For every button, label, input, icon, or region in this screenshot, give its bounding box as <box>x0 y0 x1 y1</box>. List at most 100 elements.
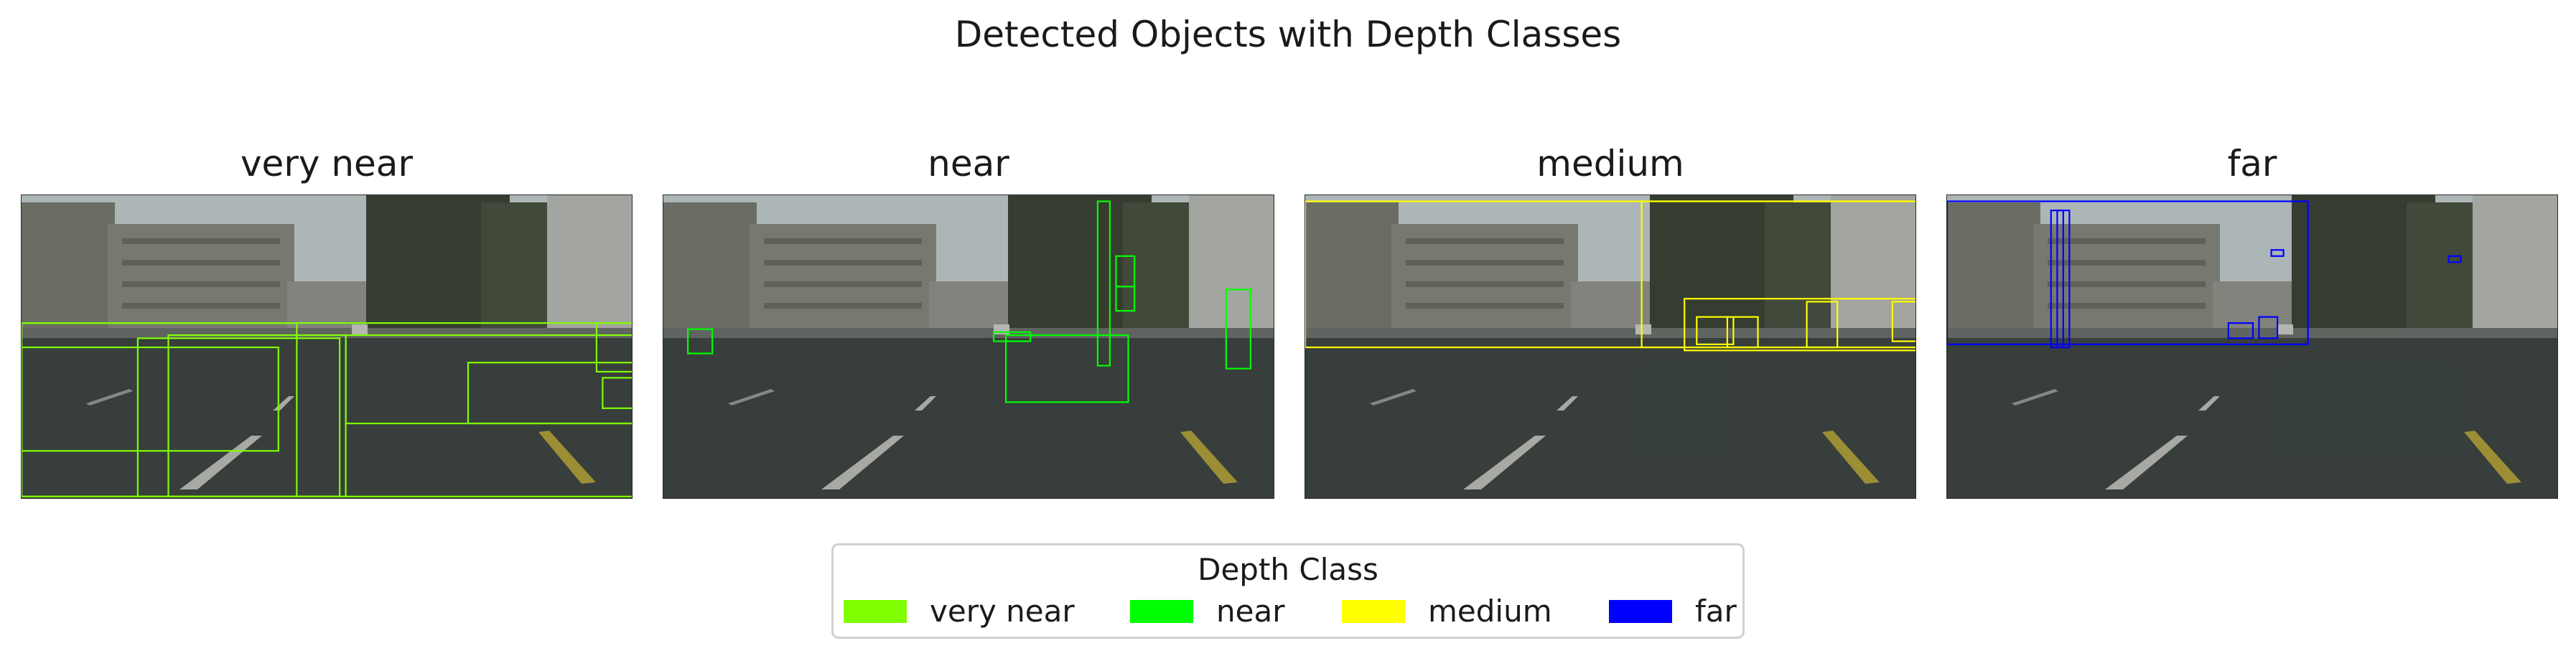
panel-title-near: near <box>928 143 1009 184</box>
legend-label-near: near <box>1216 594 1285 629</box>
panel-medium <box>1305 194 1916 499</box>
scene-lane-mark <box>1822 431 1880 484</box>
scene-window-row <box>2048 260 2206 266</box>
scene-road <box>1305 335 1915 498</box>
scene-sidewalk <box>1305 328 1915 338</box>
scene-lane-mark <box>2105 436 2188 489</box>
scene-window-row <box>1406 260 1564 266</box>
scene-building <box>663 202 757 332</box>
scene-lane-mark <box>2012 389 2058 405</box>
detection-box <box>467 362 632 425</box>
panel-image-1 <box>663 195 1274 498</box>
scene-trees <box>481 202 553 339</box>
scene-trees <box>1765 202 1837 339</box>
scene-tint <box>1947 195 2557 498</box>
panel-title-very-near: very near <box>240 143 414 184</box>
detection-box <box>1684 298 1915 352</box>
detection-box <box>1305 200 1915 349</box>
scene-window-row <box>2048 238 2206 244</box>
scene-window-row <box>764 281 922 287</box>
detection-box <box>2270 249 2285 257</box>
detection-box <box>1891 301 1915 342</box>
scene-lane-mark <box>1463 436 1546 489</box>
scene-lane-mark <box>179 436 262 489</box>
scene-lane-mark <box>1370 389 1417 405</box>
scene-car <box>352 324 368 334</box>
legend-swatch-far <box>1609 600 1672 623</box>
legend-swatch-medium <box>1342 600 1405 623</box>
legend-title: Depth Class <box>1198 552 1378 587</box>
scene-lane-mark <box>2464 431 2521 484</box>
scene-window-row <box>2048 281 2206 287</box>
detection-box <box>602 377 632 409</box>
detection-box <box>1096 200 1111 367</box>
detection-box <box>686 328 714 355</box>
legend-item-near: near <box>1130 593 1284 630</box>
scene-lane-mark <box>86 389 133 405</box>
scene-building <box>1305 202 1399 332</box>
scene-window-row <box>764 303 922 309</box>
legend-item-far: far <box>1609 593 1737 630</box>
scene-building <box>547 195 632 339</box>
scene-lane-mark <box>728 389 775 405</box>
panel-near <box>663 194 1274 499</box>
legend-label-medium: medium <box>1428 594 1552 629</box>
panel-very-near <box>21 194 633 499</box>
scene-window-row <box>764 260 922 266</box>
scene-car <box>1635 324 1651 334</box>
scene-lane-mark <box>821 436 904 489</box>
detection-box <box>993 331 1032 342</box>
scene-car <box>2277 324 2293 334</box>
panel-image-2 <box>1305 195 1915 498</box>
detection-box <box>2258 316 2279 339</box>
scene-road <box>663 335 1274 498</box>
figure-title: Detected Objects with Depth Classes <box>954 14 1622 55</box>
legend-swatch-very-near <box>844 600 907 623</box>
scene-lane-mark <box>1180 431 1238 484</box>
scene-lane-mark <box>915 396 936 411</box>
detection-box <box>1806 301 1839 349</box>
scene-window-row <box>122 281 280 287</box>
panel-title-far: far <box>2227 143 2277 184</box>
detection-box <box>1115 286 1136 312</box>
detection-box <box>1225 289 1251 370</box>
legend: Depth Class very near near medium far <box>831 543 1745 639</box>
scene-building <box>1189 195 1274 339</box>
scene-trees <box>2407 202 2478 339</box>
scene-window-row <box>1406 281 1564 287</box>
scene-lane-mark <box>538 431 596 484</box>
legend-swatch-near <box>1130 600 1193 623</box>
detection-box <box>136 337 341 497</box>
scene-window-row <box>1406 238 1564 244</box>
panel-image-0 <box>22 195 632 498</box>
panel-title-medium: medium <box>1536 143 1684 184</box>
scene-window-row <box>122 303 280 309</box>
detection-box <box>595 322 632 373</box>
legend-label-far: far <box>1695 594 1737 629</box>
legend-label-very-near: very near <box>930 594 1075 629</box>
scene-lane-mark <box>1557 396 1578 411</box>
detection-box <box>1005 334 1129 403</box>
scene-window-row <box>764 238 922 244</box>
scene-lane-mark <box>2198 396 2220 411</box>
scene-window-row <box>1406 303 1564 309</box>
scene-tint <box>663 195 1274 498</box>
detection-box <box>22 346 279 452</box>
detection-box <box>1696 316 1735 345</box>
detection-box <box>1726 316 1759 349</box>
scene-window-row <box>122 238 280 244</box>
detection-box <box>2227 322 2254 339</box>
detection-box <box>1947 200 2309 345</box>
scene-building <box>1947 202 2040 332</box>
panel-far <box>1946 194 2558 499</box>
scene-window-row <box>122 260 280 266</box>
detection-box <box>1641 200 1915 349</box>
scene-building <box>1831 195 1915 339</box>
legend-item-very-near: very near <box>844 593 1075 630</box>
detection-box <box>2447 255 2462 263</box>
panel-image-3 <box>1947 195 2557 498</box>
scene-road <box>1947 335 2557 498</box>
scene-building <box>22 202 115 332</box>
scene-building <box>2473 195 2557 339</box>
legend-item-medium: medium <box>1342 593 1552 630</box>
